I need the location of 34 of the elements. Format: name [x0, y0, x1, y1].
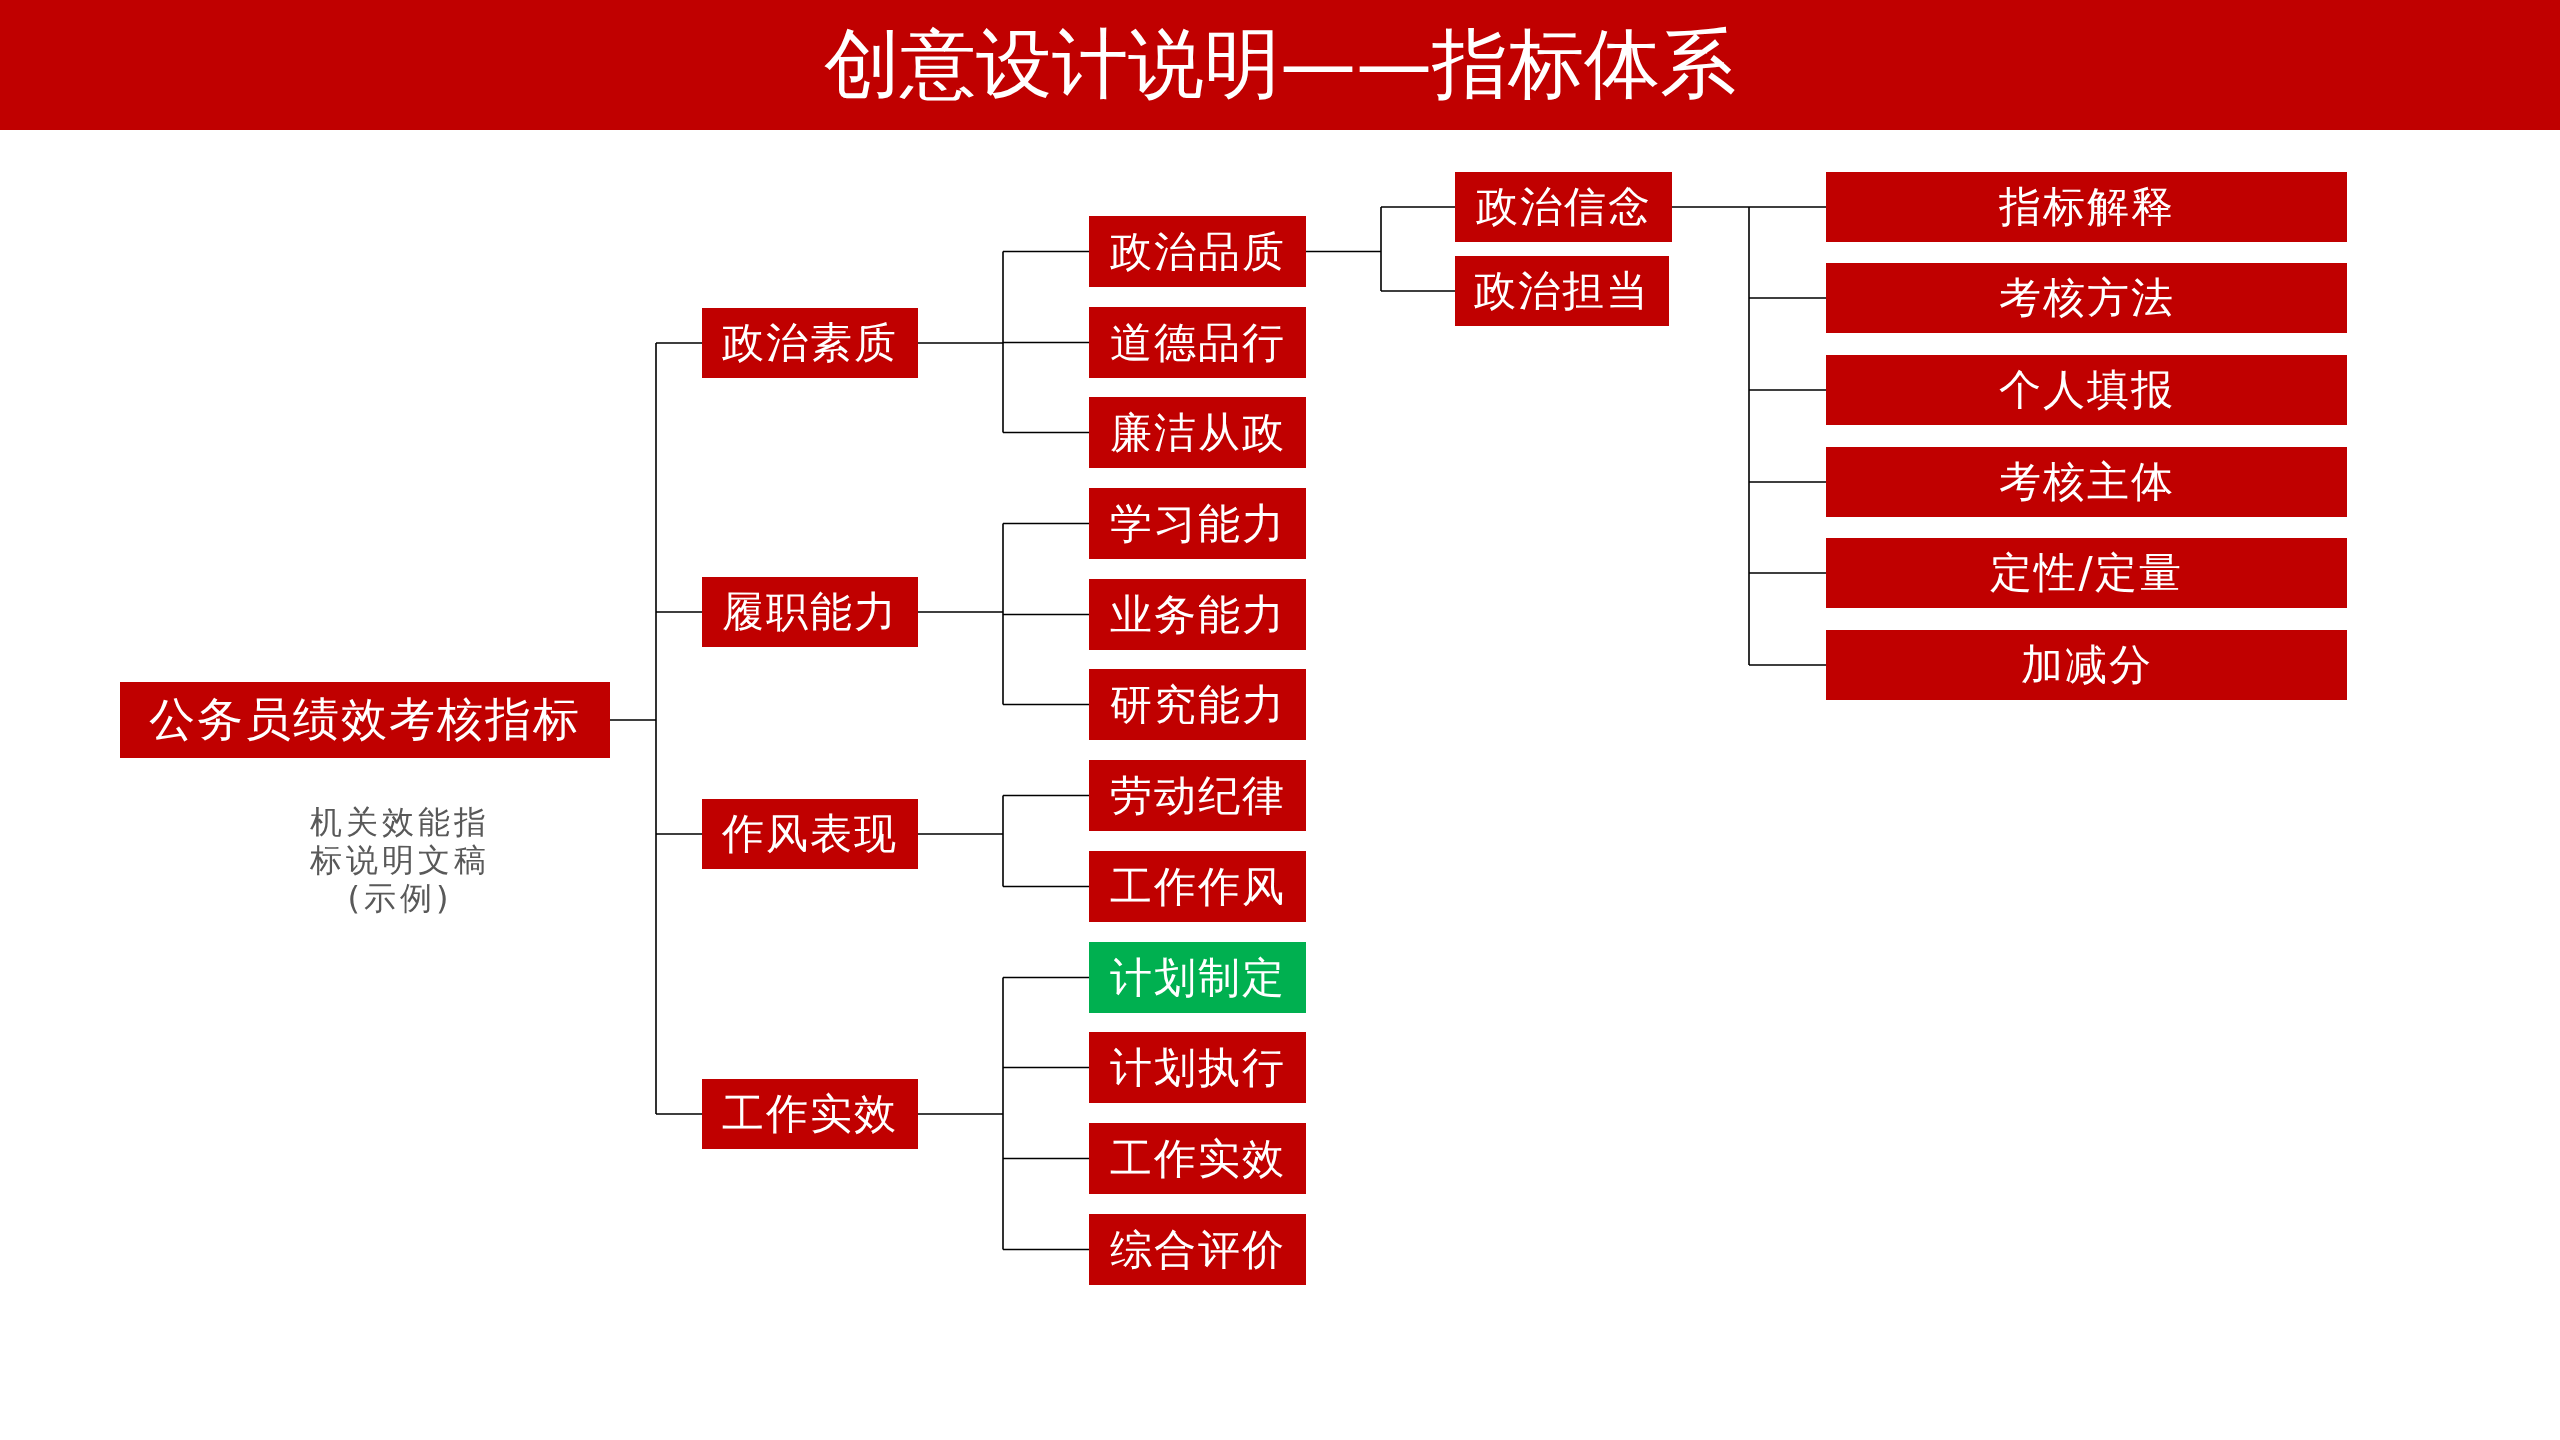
node-box: 业务能力 [1089, 579, 1306, 650]
node-box: 综合评价 [1089, 1214, 1306, 1285]
connector-line [917, 794, 1090, 888]
node-box: 工作实效 [1089, 1123, 1306, 1194]
connector-line [609, 342, 703, 1115]
node-box: 政治担当 [1455, 256, 1669, 326]
connector-line [917, 250, 1090, 434]
node-box: 工作实效 [702, 1079, 918, 1149]
node-box: 工作作风 [1089, 851, 1306, 922]
note-text: 机关效能指标说明文稿(示例) [309, 803, 491, 917]
node-box: 指标解释 [1826, 172, 2347, 242]
connector-line [1305, 206, 1456, 292]
node-box: 考核方法 [1826, 263, 2347, 333]
node-box: 研究能力 [1089, 669, 1306, 740]
node-box: 个人填报 [1826, 355, 2347, 425]
node-box: 政治品质 [1089, 216, 1306, 287]
node-box: 劳动纪律 [1089, 760, 1306, 831]
node-box: 道德品行 [1089, 307, 1306, 378]
connector-line [917, 976, 1090, 1251]
node-box: 作风表现 [702, 799, 918, 869]
connector-line [917, 522, 1090, 706]
node-box: 加减分 [1826, 630, 2347, 700]
title-banner: 创意设计说明——指标体系 [0, 0, 2560, 130]
node-box: 考核主体 [1826, 447, 2347, 517]
node-box: 计划制定 [1089, 942, 1306, 1013]
connector-line [1671, 206, 1827, 666]
node-box: 学习能力 [1089, 488, 1306, 559]
node-box: 定性/定量 [1826, 538, 2347, 608]
node-box: 政治信念 [1455, 172, 1672, 242]
node-box: 廉洁从政 [1089, 397, 1306, 468]
node-box: 政治素质 [702, 308, 918, 378]
node-box: 计划执行 [1089, 1032, 1306, 1103]
node-box: 履职能力 [702, 577, 918, 647]
root-box: 公务员绩效考核指标 [120, 682, 610, 758]
